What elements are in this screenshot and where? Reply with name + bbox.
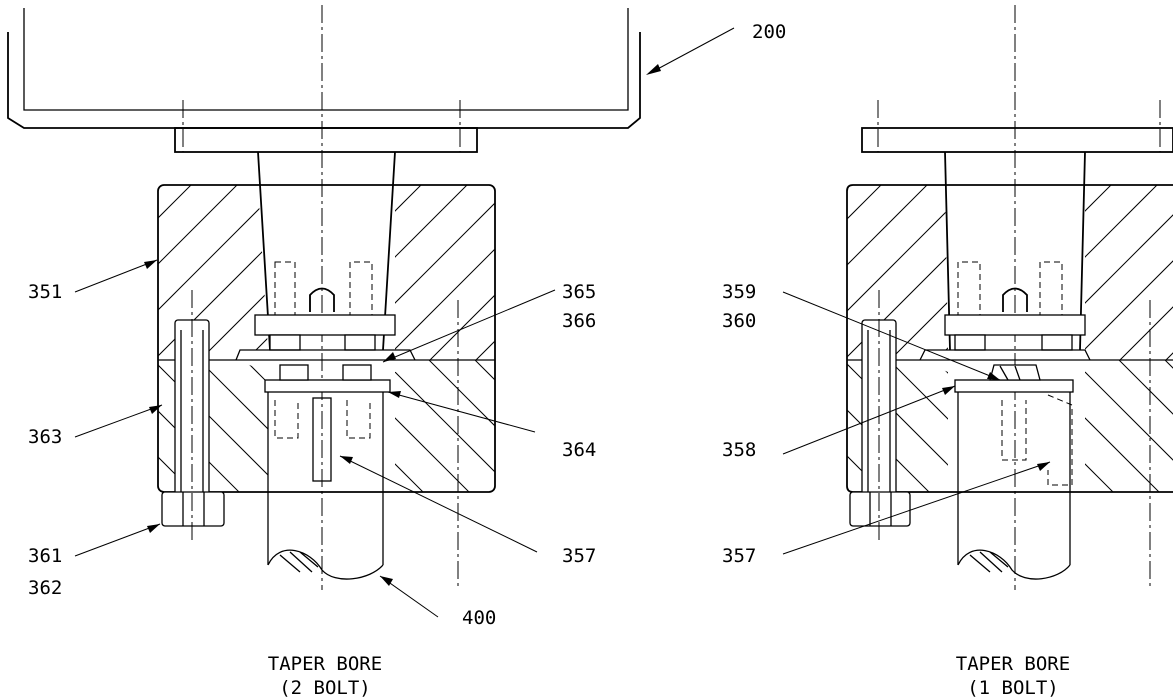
nut-right-lower	[342, 364, 372, 381]
label-400: 400	[462, 607, 496, 629]
washer-plate-364	[264, 379, 391, 393]
hatch-line	[660, 180, 840, 360]
center-stud	[309, 287, 335, 312]
left-view-taper-bore-2-bolt	[0, 5, 840, 590]
hatch-line	[382, 359, 495, 492]
label-200: 200	[752, 21, 786, 43]
caption-left-line1: TAPER BORE	[268, 653, 382, 675]
hatch-line	[847, 185, 933, 361]
hatch-line	[1119, 185, 1173, 361]
label-351: 351	[28, 281, 62, 303]
hatch-line	[567, 360, 702, 495]
shaft-break-hatch	[279, 551, 319, 573]
hub-block-351	[157, 184, 496, 493]
caption-right-line1: TAPER BORE	[956, 653, 1070, 675]
label-358: 358	[722, 439, 756, 461]
hatch-line	[158, 359, 197, 492]
hub-block-right	[846, 184, 1173, 493]
hatch-line	[568, 180, 748, 360]
view-captions: TAPER BORE (2 BOLT) TAPER BORE (1 BOLT)	[268, 653, 1070, 699]
hatch-line	[847, 185, 887, 361]
nut-361-362	[161, 491, 225, 527]
hatch-line	[429, 185, 495, 361]
hatch-line	[383, 185, 495, 361]
washer-plate-top-right	[944, 314, 1086, 336]
label-366: 366	[562, 310, 596, 332]
hatch-line	[1118, 359, 1173, 492]
label-360: 360	[722, 310, 756, 332]
caption-right-line2: (1 BOLT)	[967, 677, 1059, 699]
label-365: 365	[562, 281, 596, 303]
label-359: 359	[722, 281, 756, 303]
shaft-lower	[267, 392, 384, 565]
housing-200	[7, 32, 641, 129]
hatch-line	[705, 360, 840, 495]
hatch-line	[475, 185, 495, 361]
washer-plate-top	[254, 314, 396, 336]
hatch-line	[0, 180, 150, 360]
caption-left-line2: (2 BOLT)	[279, 677, 371, 699]
label-361: 361	[28, 545, 62, 567]
right-leaders	[782, 291, 1051, 555]
flange-plate-right	[861, 127, 1173, 153]
part-labels: 200 351 363 361 362 365 366 364 357 400 …	[28, 21, 786, 629]
label-357-left: 357	[562, 545, 596, 567]
housing-200-inner	[23, 8, 629, 111]
nut-right-view	[849, 491, 911, 527]
hatch-line	[1165, 185, 1173, 361]
hatch-line	[1073, 185, 1173, 361]
hatch-line	[428, 359, 495, 492]
hatch-line	[613, 360, 748, 495]
hatch-line	[660, 180, 840, 360]
hatch-line	[158, 185, 243, 361]
hatch-line	[1072, 359, 1173, 492]
label-357-right: 357	[722, 545, 756, 567]
lock-washer-359-360	[989, 364, 1041, 381]
left-leaders	[74, 27, 735, 618]
hatch-line	[614, 180, 794, 360]
label-364: 364	[562, 439, 596, 461]
flange-plate	[174, 127, 478, 153]
shaft-break	[267, 549, 384, 580]
nut-right-top	[344, 334, 376, 351]
hub-block-hatch	[0, 180, 840, 495]
nut-left-top	[269, 334, 301, 351]
hatch-line	[1164, 359, 1173, 492]
lower-stud-357	[312, 397, 332, 482]
hatch-line	[522, 180, 702, 360]
step-ring	[235, 349, 416, 361]
label-363: 363	[28, 426, 62, 448]
hatch-line	[158, 185, 289, 361]
hatch-line	[158, 185, 197, 361]
washer-plate-358	[954, 379, 1074, 393]
hatch-line	[521, 360, 656, 495]
center-stud-right	[1002, 287, 1028, 312]
label-362: 362	[28, 577, 62, 599]
nut-left-lower	[279, 364, 309, 381]
